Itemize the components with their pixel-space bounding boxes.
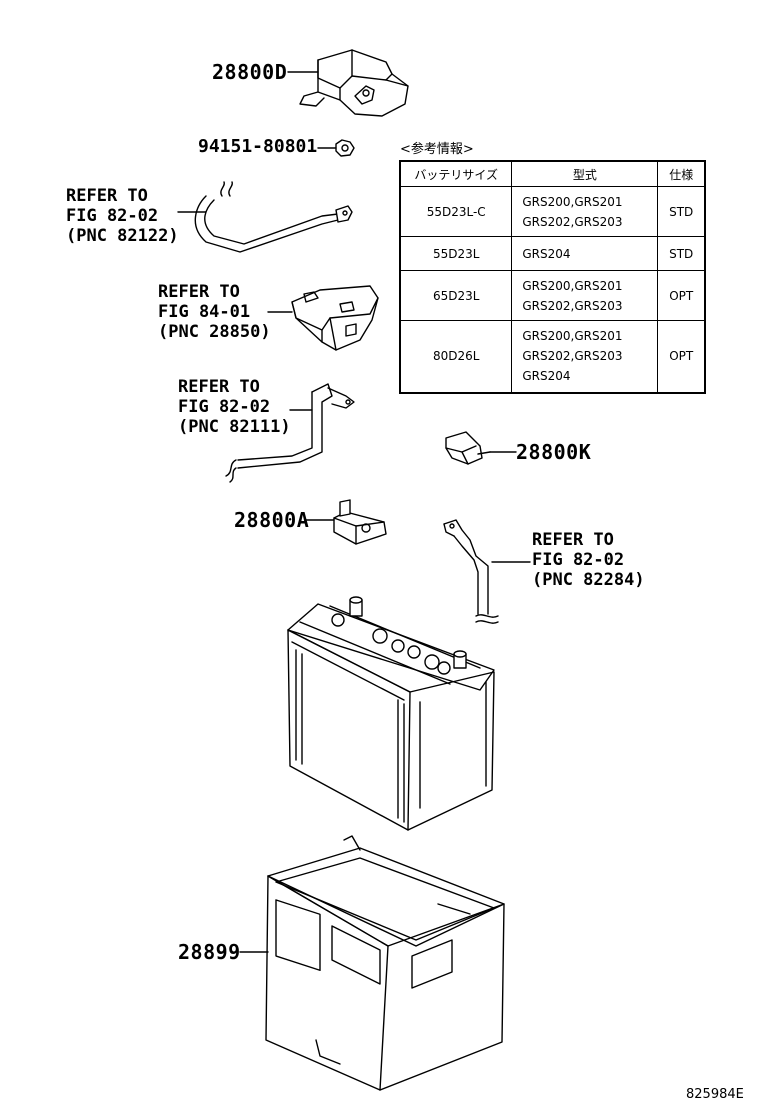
battery-clamp-icon (333, 499, 387, 545)
refer-line: REFER TO (532, 530, 614, 550)
fuse-block-icon (291, 285, 379, 351)
nut-icon (335, 139, 355, 157)
cell-spec: STD (657, 236, 706, 271)
refer-line: (PNC 28850) (158, 322, 271, 342)
reference-table: バッテリサイズ 型式 仕様 55D23L-C GRS200,GRS201 GRS… (399, 160, 706, 394)
cell-size: 55D23L (399, 236, 513, 271)
terminal-cover-small-icon (445, 431, 491, 465)
table-header-row: バッテリサイズ 型式 仕様 (399, 160, 706, 187)
refer-line: REFER TO (158, 282, 240, 302)
model-line: GRS202,GRS203 (522, 298, 623, 313)
part-label-28899: 28899 (178, 940, 241, 964)
cable-82122-icon (194, 181, 353, 253)
cell-models: GRS204 (511, 236, 659, 271)
model-line: GRS204 (522, 246, 571, 261)
refer-line: FIG 84-01 (158, 302, 251, 322)
header-spec: 仕様 (657, 160, 706, 187)
cell-spec: OPT (657, 320, 706, 393)
refer-line: FIG 82-02 (532, 550, 625, 570)
refer-28850: REFER TO FIG 84-01 (PNC 28850) (158, 282, 271, 342)
reference-title: <参考情報> (400, 142, 474, 157)
refer-line: (PNC 82284) (532, 570, 645, 590)
cell-spec: STD (657, 186, 706, 237)
cell-models: GRS200,GRS201 GRS202,GRS203 (511, 270, 659, 321)
model-line: GRS200,GRS201 (522, 329, 623, 344)
part-label-28800D: 28800D (212, 60, 288, 84)
refer-82284: REFER TO FIG 82-02 (PNC 82284) (532, 530, 645, 590)
battery-terminal-negative-icon (453, 650, 467, 669)
battery-terminal-positive-icon (349, 596, 363, 617)
refer-82111: REFER TO FIG 82-02 (PNC 82111) (178, 377, 291, 437)
refer-line: FIG 82-02 (66, 206, 159, 226)
cell-models: GRS200,GRS201 GRS202,GRS203 GRS204 (511, 320, 659, 393)
cable-82111-icon (225, 383, 355, 483)
model-line: GRS204 (522, 369, 571, 384)
cable-82284-icon (443, 519, 499, 624)
part-label-28800A: 28800A (234, 508, 310, 532)
refer-line: (PNC 82111) (178, 417, 291, 437)
part-label-28800K: 28800K (516, 440, 592, 464)
refer-82122: REFER TO FIG 82-02 (PNC 82122) (66, 186, 179, 246)
refer-line: REFER TO (66, 186, 148, 206)
table-row: 55D23L-C GRS200,GRS201 GRS202,GRS203 STD (399, 186, 706, 237)
refer-line: FIG 82-02 (178, 397, 271, 417)
battery-tray-icon (265, 835, 505, 1091)
header-model: 型式 (511, 160, 659, 187)
table-row: 80D26L GRS200,GRS201 GRS202,GRS203 GRS20… (399, 320, 706, 393)
model-line: GRS202,GRS203 (522, 349, 623, 364)
battery-icon (287, 596, 495, 831)
terminal-cover-top-icon (299, 49, 409, 117)
cell-spec: OPT (657, 270, 706, 321)
cell-size: 65D23L (399, 270, 513, 321)
cell-size: 55D23L-C (399, 186, 513, 237)
model-line: GRS202,GRS203 (522, 214, 623, 229)
header-battery-size: バッテリサイズ (399, 160, 513, 187)
part-label-nut: 94151-80801 (198, 136, 318, 157)
model-line: GRS200,GRS201 (522, 194, 623, 209)
table-row: 55D23L GRS204 STD (399, 236, 706, 271)
cell-models: GRS200,GRS201 GRS202,GRS203 (511, 186, 659, 237)
table-row: 65D23L GRS200,GRS201 GRS202,GRS203 OPT (399, 270, 706, 321)
illustration-code: 825984E (686, 1087, 744, 1102)
cell-size: 80D26L (399, 320, 513, 393)
model-line: GRS200,GRS201 (522, 278, 623, 293)
refer-line: (PNC 82122) (66, 226, 179, 246)
refer-line: REFER TO (178, 377, 260, 397)
